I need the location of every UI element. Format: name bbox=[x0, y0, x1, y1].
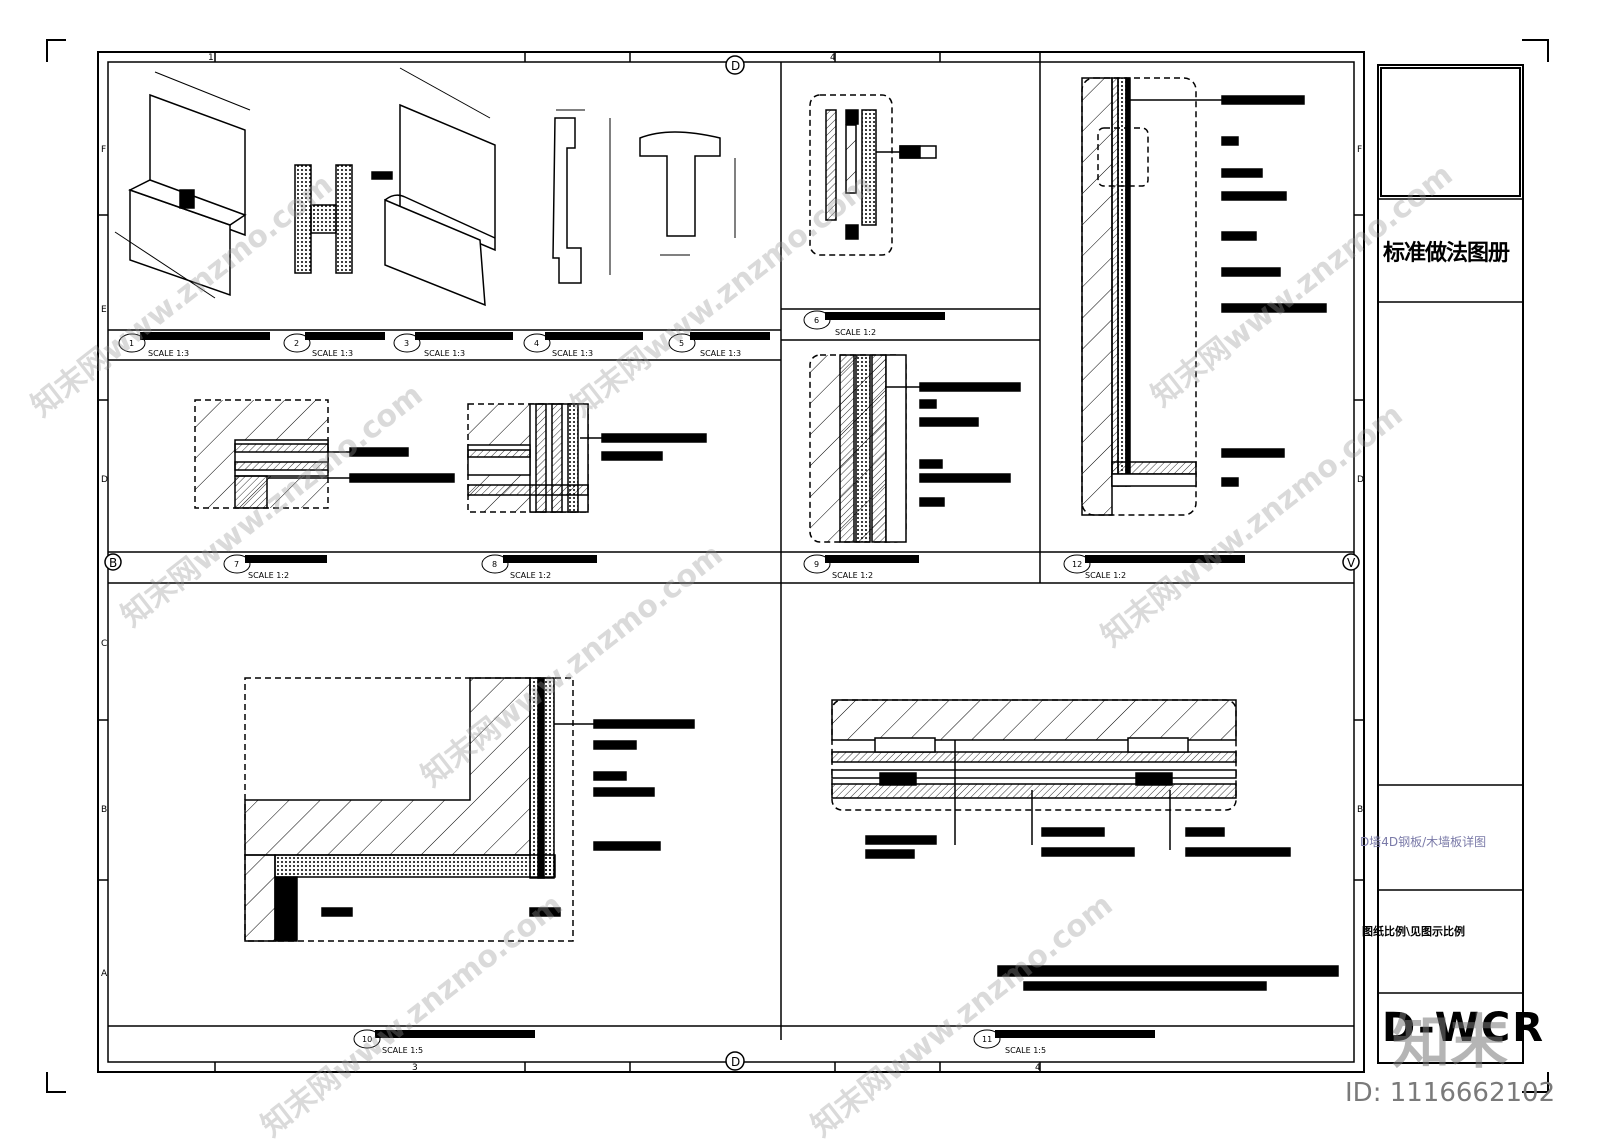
detail-3d-wall-panels bbox=[114, 67, 736, 307]
svg-text:SCALE 1:2: SCALE 1:2 bbox=[248, 571, 289, 580]
border-number: 1 bbox=[208, 53, 214, 63]
svg-text:11: 11 bbox=[982, 1035, 992, 1044]
crop-marks bbox=[46, 39, 1549, 1093]
svg-text:SCALE 1:3: SCALE 1:3 bbox=[424, 349, 465, 358]
grid-marker-bottom: D bbox=[731, 1055, 740, 1069]
border-letter: D bbox=[1357, 475, 1364, 485]
border-number: 3 bbox=[412, 1063, 418, 1073]
grid-marker-top: D bbox=[731, 59, 740, 73]
border-ticks bbox=[98, 52, 1364, 1072]
watermark-brand-logo: 知末 bbox=[1392, 1008, 1509, 1076]
detail-vertical-section-tall bbox=[1081, 77, 1327, 516]
detail-corner-section-large bbox=[244, 677, 695, 942]
svg-text:12: 12 bbox=[1072, 560, 1082, 569]
grid-markers: D D B V bbox=[104, 55, 1360, 1071]
svg-text:10: 10 bbox=[362, 1035, 372, 1044]
svg-text:SCALE 1:3: SCALE 1:3 bbox=[148, 349, 189, 358]
svg-text:SCALE 1:2: SCALE 1:2 bbox=[1085, 571, 1126, 580]
title-block bbox=[1377, 64, 1524, 1064]
svg-text:SCALE 1:3: SCALE 1:3 bbox=[700, 349, 741, 358]
svg-text:5: 5 bbox=[679, 339, 684, 348]
svg-text:SCALE 1:5: SCALE 1:5 bbox=[1005, 1046, 1046, 1055]
svg-text:1: 1 bbox=[129, 339, 134, 348]
drawing-title: D墙4D钢板/木墙板详图 bbox=[1360, 835, 1487, 849]
svg-text:SCALE 1:2: SCALE 1:2 bbox=[510, 571, 551, 580]
svg-text:SCALE 1:5: SCALE 1:5 bbox=[382, 1046, 423, 1055]
detail-horizontal-section bbox=[831, 699, 1339, 991]
svg-text:2: 2 bbox=[294, 339, 299, 348]
svg-text:8: 8 bbox=[492, 560, 497, 569]
project-name: 标准做法图册 bbox=[1383, 241, 1510, 266]
border-letter: C bbox=[101, 639, 107, 649]
drawing-scale: 图纸比例\见图示比例 bbox=[1362, 925, 1466, 938]
svg-text:SCALE 1:2: SCALE 1:2 bbox=[835, 328, 876, 337]
border-number: 4 bbox=[830, 53, 836, 63]
svg-text:SCALE 1:3: SCALE 1:3 bbox=[312, 349, 353, 358]
border-letter: F bbox=[101, 145, 106, 155]
svg-text:4: 4 bbox=[534, 339, 539, 348]
grid-marker-right: V bbox=[1347, 556, 1356, 570]
drawing-code: D-WCR bbox=[1382, 1005, 1546, 1051]
border-letter: B bbox=[101, 805, 107, 815]
svg-text:9: 9 bbox=[814, 560, 819, 569]
border-letter: B bbox=[1357, 805, 1363, 815]
border-number: 4 bbox=[1035, 1063, 1041, 1073]
grid-marker-left: B bbox=[109, 556, 117, 570]
image-id: ID: 1116662102 bbox=[1345, 1078, 1556, 1108]
border-letter: A bbox=[101, 969, 108, 979]
detail-vertical-section-medium bbox=[809, 354, 1021, 543]
svg-text:SCALE 1:3: SCALE 1:3 bbox=[552, 349, 593, 358]
panel-dividers bbox=[108, 62, 1354, 1040]
border-letter: D bbox=[101, 475, 108, 485]
border-letter: F bbox=[1357, 145, 1362, 155]
svg-text:3: 3 bbox=[404, 339, 409, 348]
border-labels: 1 4 3 4 F E D C B A F D B bbox=[101, 53, 1364, 1073]
svg-text:7: 7 bbox=[234, 560, 239, 569]
detail-vertical-section-small bbox=[809, 94, 937, 256]
detail-plan-corners bbox=[194, 399, 707, 513]
border-letter: E bbox=[101, 305, 107, 315]
svg-text:6: 6 bbox=[814, 316, 819, 325]
svg-text:SCALE 1:2: SCALE 1:2 bbox=[832, 571, 873, 580]
